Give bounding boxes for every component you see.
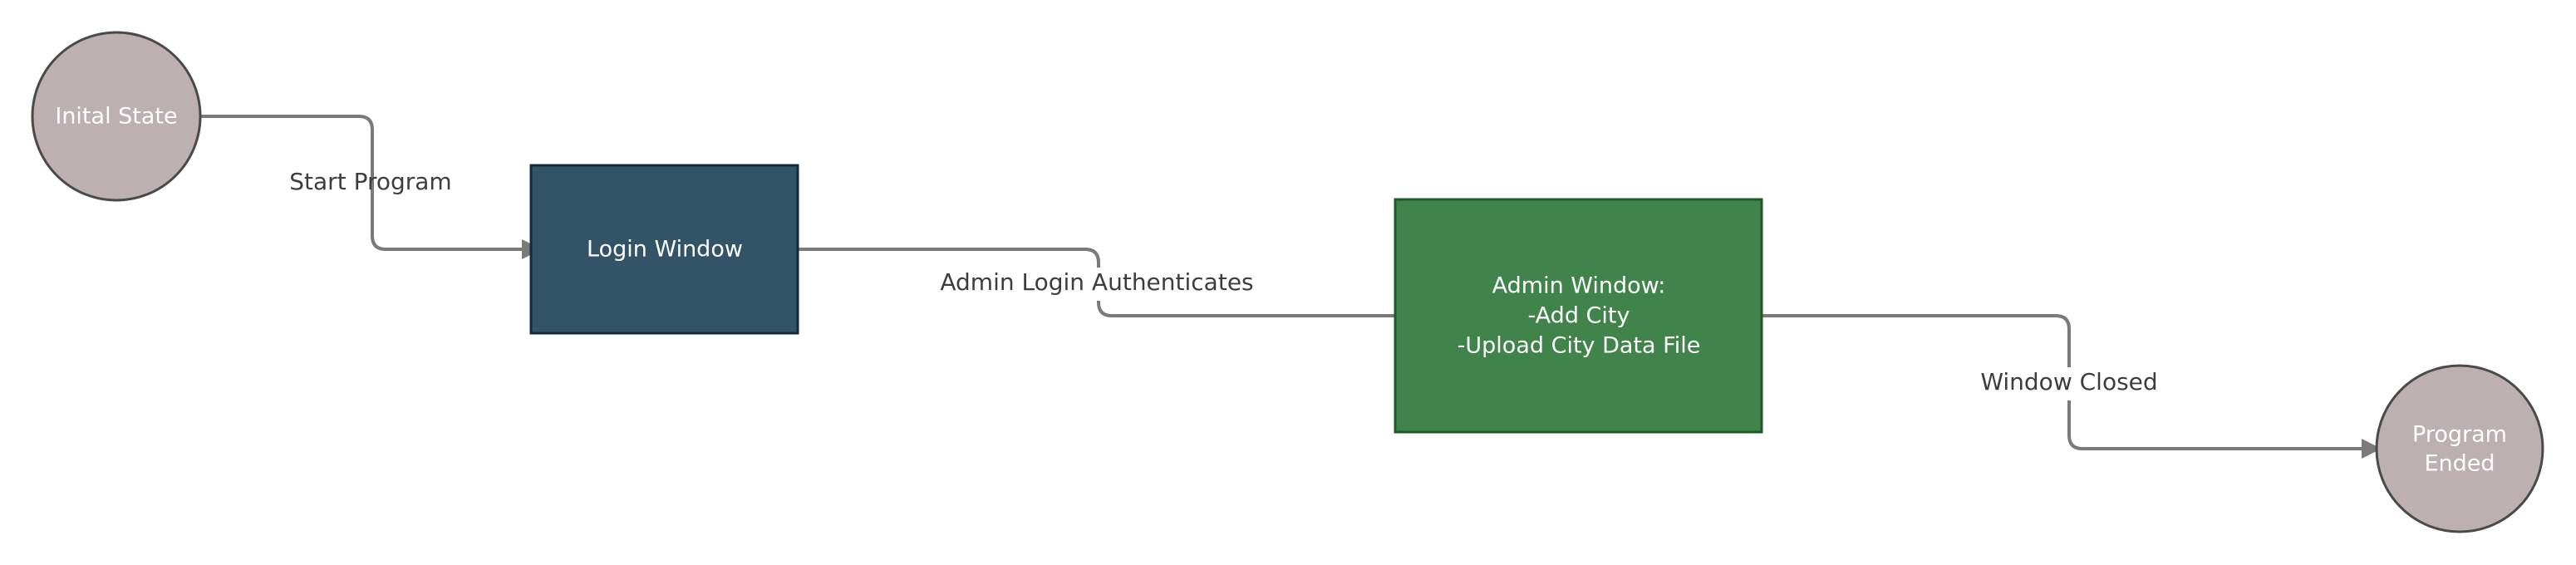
arrowhead-window-closed [2362,439,2382,459]
node-label-initial-state: Inital State [55,104,177,130]
node-label-admin-window-line-2: -Add City [1528,303,1630,329]
node-login-window[interactable]: Login Window [529,164,799,335]
node-program-ended[interactable]: Program Ended [2375,364,2544,533]
node-label-program-ended-line-1: Program [2412,422,2507,448]
node-shape-admin-window [1394,198,1763,434]
edge-start-program: Start Program [201,115,542,259]
node-shape-initial-state [31,31,202,202]
node-label-program-ended-line-2: Ended [2424,451,2495,477]
edge-label-window-closed: Window Closed [1980,368,2157,396]
edge-window-closed: Window Closed [1762,314,2382,459]
node-initial-state[interactable]: Inital State [31,31,202,202]
edge-label-backdrop-window-closed [1986,367,2152,400]
node-shape-login-window [529,164,799,335]
node-label-login-window: Login Window [587,237,743,263]
node-shape-program-ended [2375,364,2544,533]
node-label-admin-window-line-3: -Upload City Data File [1458,333,1701,359]
connector-start-program [201,115,522,251]
edge-label-admin-login: Admin Login Authenticates [940,268,1253,296]
node-admin-window[interactable]: Admin Window: -Add City -Upload City Dat… [1394,198,1763,434]
edge-admin-login-authenticates: Admin Login Authenticates [798,248,1394,317]
node-label-admin-window-line-1: Admin Window: [1492,273,1666,299]
edge-label-backdrop-admin-login [954,268,1240,301]
edge-label-start-program: Start Program [289,168,451,195]
